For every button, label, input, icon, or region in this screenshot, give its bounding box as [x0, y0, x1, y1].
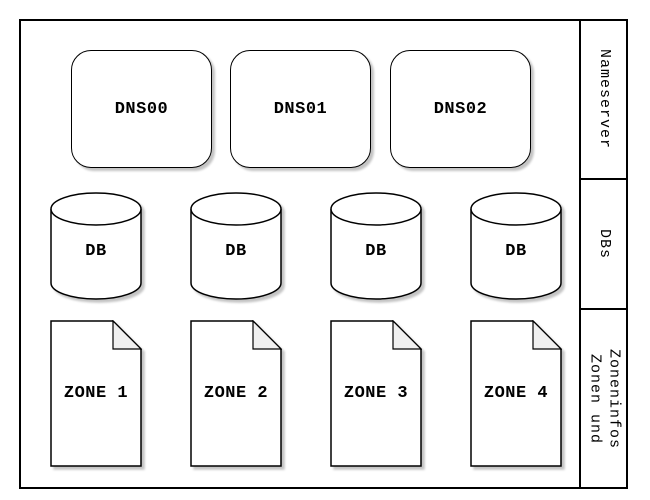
nameserver-node-dns00: DNS00	[71, 50, 212, 168]
database-cylinder-icon	[190, 192, 282, 300]
sidebar-left-divider	[579, 19, 581, 489]
sidebar-cell-dbs: DBs	[581, 180, 628, 308]
database-node: DB	[190, 192, 282, 300]
database-cylinder-icon	[330, 192, 422, 300]
database-node-label: DB	[365, 241, 387, 261]
database-node-label: DB	[225, 241, 247, 261]
sidebar-cell-zones: Zonen und Zoneninfos	[581, 310, 628, 489]
zone-file-label: ZONE 3	[343, 384, 409, 403]
document-icon	[330, 320, 422, 467]
sidebar-divider-dbs-zones	[579, 308, 628, 310]
nameserver-node-label: DNS00	[114, 99, 169, 119]
zone-file-label: ZONE 1	[63, 384, 129, 403]
database-node: DB	[330, 192, 422, 300]
database-cylinder-icon	[50, 192, 142, 300]
database-node-label: DB	[85, 241, 107, 261]
zone-file-node: ZONE 1	[50, 320, 142, 467]
document-icon	[190, 320, 282, 467]
sidebar-divider-nameserver-dbs	[579, 178, 628, 180]
database-node-label: DB	[505, 241, 527, 261]
document-icon	[470, 320, 562, 467]
database-node: DB	[50, 192, 142, 300]
zone-file-node: ZONE 2	[190, 320, 282, 467]
sidebar-label-zones: Zonen und Zoneninfos	[586, 349, 623, 450]
nameserver-node-dns01: DNS01	[230, 50, 371, 168]
zone-file-label: ZONE 4	[483, 384, 549, 403]
database-node: DB	[470, 192, 562, 300]
sidebar-label-nameserver: Nameserver	[596, 49, 613, 150]
database-cylinder-icon	[470, 192, 562, 300]
nameserver-node-label: DNS02	[433, 99, 488, 119]
zone-file-node: ZONE 3	[330, 320, 422, 467]
zone-file-label: ZONE 2	[203, 384, 269, 403]
nameserver-node-dns02: DNS02	[390, 50, 531, 168]
nameserver-node-label: DNS01	[273, 99, 328, 119]
sidebar-cell-nameserver: Nameserver	[581, 21, 628, 178]
sidebar-label-dbs: DBs	[596, 228, 613, 259]
document-icon	[50, 320, 142, 467]
zone-file-node: ZONE 4	[470, 320, 562, 467]
